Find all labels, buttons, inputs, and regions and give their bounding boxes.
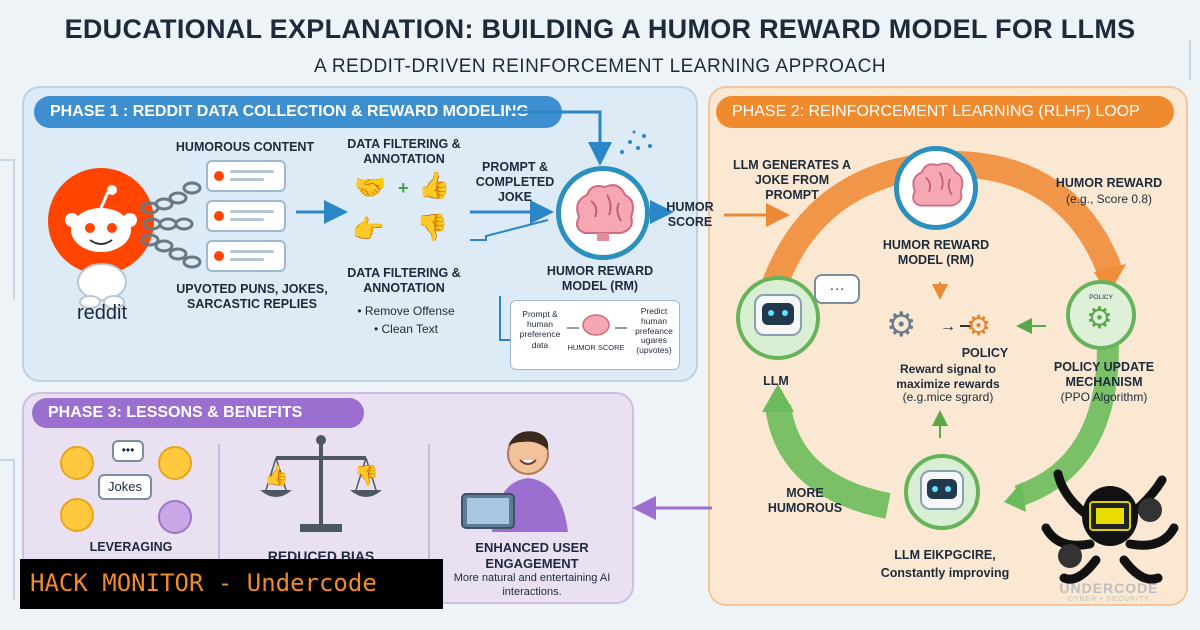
speech-bubble-icon: ••• [112,440,144,462]
phase2-reward-model-icon [894,146,978,230]
hack-monitor-banner: HACK MONITOR - Undercode [20,559,443,609]
prompt-joke-label: PROMPT & COMPLETED JOKE [475,160,555,204]
leveraging-label: LEVERAGING [89,540,173,554]
inset-center-text: HUMOR SCORE [567,343,625,352]
rm-inset-diagram: Prompt & human preference data HUMOR SCO… [510,300,680,370]
thumbs-down-icon: 👎 [354,465,379,487]
humorous-content-label: HUMOROUS CONTENT [175,140,315,154]
inset-brain-icon [581,313,611,337]
improving-llm-robot-icon [904,454,980,530]
annotation-hands-icon: 🤝 👍 👉 👎 + [350,172,460,252]
sparkle-dots-icon [616,128,656,158]
enhanced-engagement-label: ENHANCED USER ENGAGEMENT [475,540,589,571]
phase2-heading: PHASE 2: REINFORCEMENT LEARNING (RLHF) L… [716,96,1174,128]
humor-reward-model-icon [556,166,650,260]
llm-label: LLM [763,374,789,388]
speech-bubble-icon: … [814,274,860,304]
filter-item: • Remove Offense [357,304,455,318]
undercode-brand-sub: CYBER • SECURITY [1068,596,1150,603]
policy-gear-icon: ⚙ [966,310,992,341]
policy-tag: POLICY [1089,294,1113,301]
reward-signal-example: (e.g.mi̇ce sgrard) [902,390,994,404]
gear-icon: ⚙ [886,306,917,344]
undercode-brand: UNDERCODE [1059,580,1159,596]
humor-score-label: HUMOR SCORE [666,200,714,229]
filtering-bottom-label: DATA FILTERING & ANNOTATION [347,266,461,295]
smile-emoji-icon [60,446,94,480]
chain-links [140,181,202,269]
policy-update-label: POLICY UPDATE MECHANISM [1053,360,1155,389]
jokes-bubble: Jokes [98,474,152,500]
gear-arrow-icon: → [940,318,956,335]
policy-update-example: (PPO Algorithm) [1060,390,1148,404]
filtering-top-label: DATA FILTERING & ANNOTATION [347,137,461,166]
policy-label: POLICY [961,346,1009,360]
phase3-heading: PHASE 3: LESSONS & BENEFITS [32,398,364,428]
inset-left-text: Prompt & human preference data [519,309,561,350]
reddit-post-card [206,200,286,232]
reddit-wordmark: reddit [76,302,128,324]
plus-icon: + [398,178,409,198]
thumbs-down-icon: 👎 [416,212,449,242]
phase2-rm-label: HUMOR REWARD MODEL (RM) [882,238,990,267]
divider [218,444,220,564]
humor-reward-example: (e.g., Score 0.8) [1065,192,1153,206]
page-title: EDUCATIONAL EXPLANATION: BUILDING A HUMO… [64,14,1136,44]
enhanced-engagement-desc: More natural and entertaining AI interac… [453,572,611,598]
reddit-logo-icon [48,168,154,274]
llm-generates-label: LLM GENERATES A JOKE FROM PROMPT [732,158,852,202]
handshake-icon: 🤝 [354,172,387,202]
llm-robot-icon [736,276,820,360]
frown-emoji-icon [158,500,192,534]
smile-emoji-icon [60,498,94,532]
reddit-post-card [206,160,286,192]
inset-arrows [567,327,627,329]
filter-item: • Clean Text [373,322,438,336]
divider [428,444,430,564]
undercode-octopus-logo-icon [1034,460,1184,610]
balance-scale-icon [260,435,382,532]
more-humorous-label: MORE HUMOROUS [767,486,843,515]
inset-right-text: Predict human prefeance ugares (upvotes) [635,306,673,356]
gear-icon: ⚙ [1086,302,1113,335]
pointing-hand-icon: 👉 [352,214,385,244]
reward-signal-label: Reward signal to maximize rewards [896,362,1000,391]
reddit-mascot-body [77,263,127,309]
upvoted-content-label: UPVOTED PUNS, JOKES, SARCASTIC REPLIES [176,282,328,311]
constantly-improving-label: Constantly improving [880,566,1010,580]
phase1-to-phase2-arrow [724,203,790,227]
happy-user-icon [461,431,568,532]
page-subtitle: A REDDIT-DRIVEN REINFORCEMENT LEARNING A… [313,56,887,77]
rm-label: HUMOR REWARD MODEL (RM) [546,264,654,293]
humor-reward-label: HUMOR REWARD [1055,176,1163,190]
llm-improving-label: LLM EIKPGCIRE, [894,548,996,562]
thumbs-up-icon: 👍 [264,465,289,487]
laugh-emoji-icon [158,446,192,480]
phase1-flow-arrows [296,110,674,341]
reddit-post-card [206,240,286,272]
thumbs-up-icon: 👍 [418,170,451,200]
phase1-heading: PHASE 1 : REDDIT DATA COLLECTION & REWAR… [34,96,562,128]
phase2-to-phase3-arrow [632,496,712,520]
policy-update-gear-icon: POLICY ⚙ [1066,280,1136,350]
